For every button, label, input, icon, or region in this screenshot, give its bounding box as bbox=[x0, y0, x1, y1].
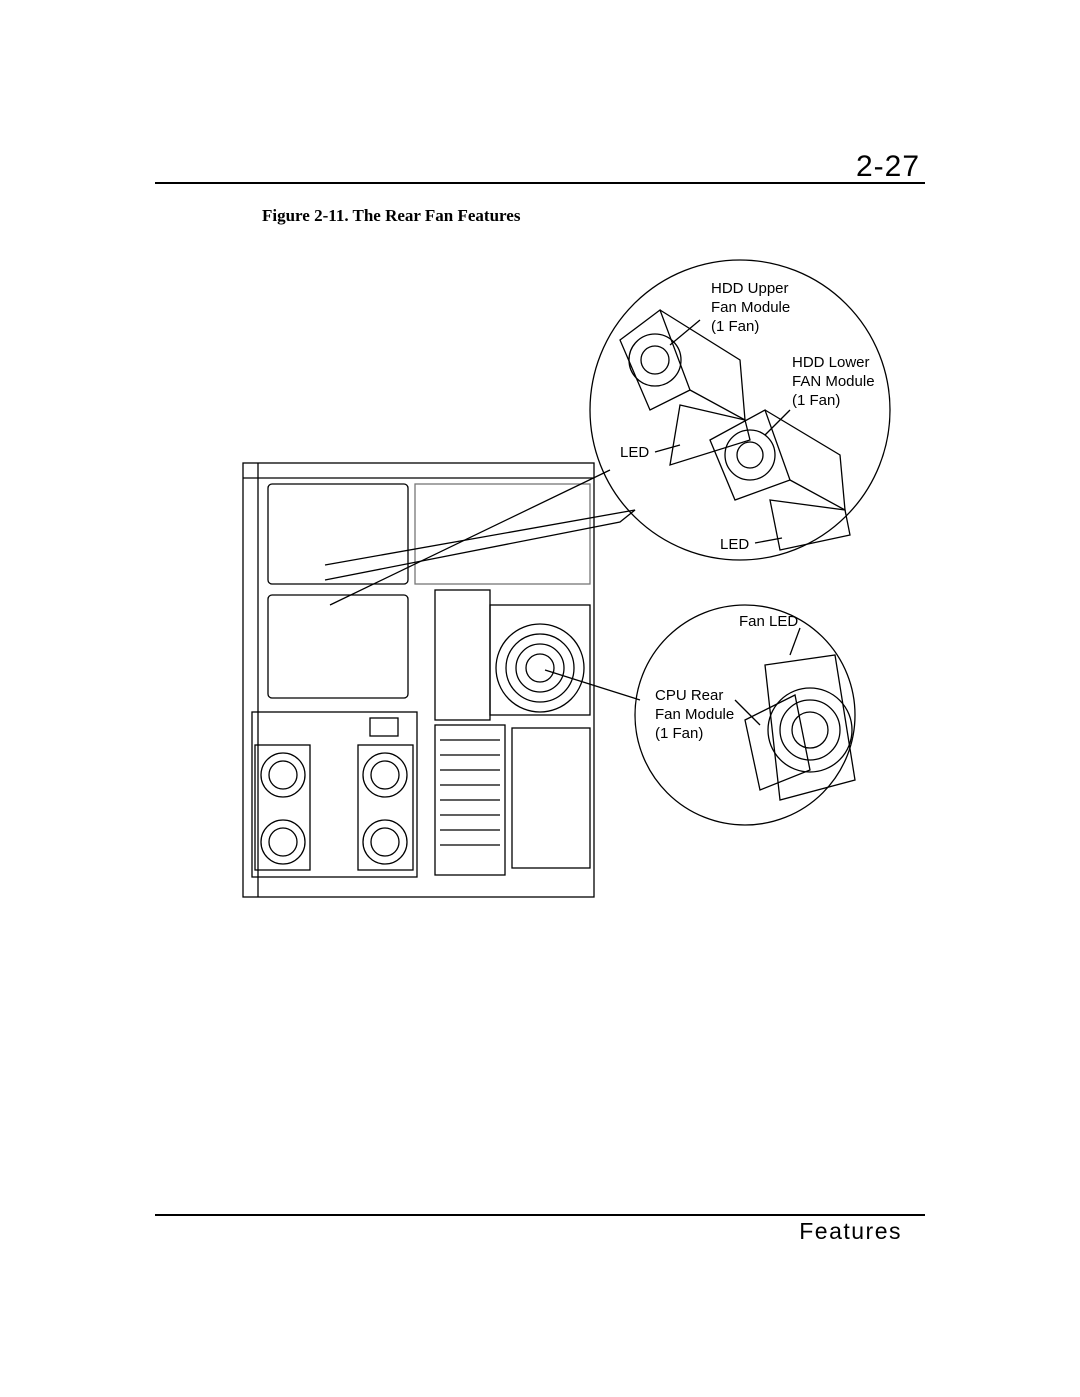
chassis-outline bbox=[242, 462, 595, 898]
hdd-upper-label-1: HDD Upper bbox=[711, 280, 789, 297]
psu-fan-2 bbox=[362, 752, 408, 798]
page-number: 2-27 bbox=[855, 150, 920, 183]
figure-caption: Figure 2-11. The Rear Fan Features bbox=[262, 206, 521, 225]
fan-led-label: Fan LED bbox=[739, 613, 798, 630]
hdd-upper-bay bbox=[267, 483, 409, 585]
power-supply-area bbox=[251, 711, 418, 878]
led-label-upper: LED bbox=[620, 444, 649, 461]
hdd-callout-circle bbox=[589, 259, 891, 561]
io-panel bbox=[434, 589, 491, 721]
hdd-lower-label-3: (1 Fan) bbox=[792, 392, 840, 409]
hdd-upper-label-2: Fan Module bbox=[711, 299, 790, 316]
cpu-rear-label-1: CPU Rear bbox=[655, 687, 723, 704]
hdd-lower-label-1: HDD Lower bbox=[792, 354, 870, 371]
header-rule bbox=[155, 182, 925, 184]
footer-rule bbox=[155, 1214, 925, 1216]
cpu-fan-grille bbox=[495, 623, 585, 713]
footer-section: Features bbox=[799, 1218, 902, 1244]
led-label-lower: LED bbox=[720, 536, 749, 553]
psu-fan-3 bbox=[260, 819, 306, 865]
hdd-lower-label-2: FAN Module bbox=[792, 373, 875, 390]
psu-fan-4 bbox=[362, 819, 408, 865]
cpu-rear-label-2: Fan Module bbox=[655, 706, 734, 723]
hdd-lower-fan-module bbox=[709, 409, 851, 551]
hdd-upper-fan-module bbox=[619, 308, 751, 466]
cpu-fan-area bbox=[489, 604, 591, 716]
expansion-slots bbox=[434, 724, 506, 876]
cpu-rear-fan-module bbox=[744, 654, 856, 801]
hdd-lower-bay bbox=[267, 594, 409, 699]
psu-fan-1 bbox=[260, 752, 306, 798]
cpu-rear-label-3: (1 Fan) bbox=[655, 725, 703, 742]
cpu-callout-circle bbox=[634, 604, 856, 826]
hdd-upper-label-3: (1 Fan) bbox=[711, 318, 759, 335]
